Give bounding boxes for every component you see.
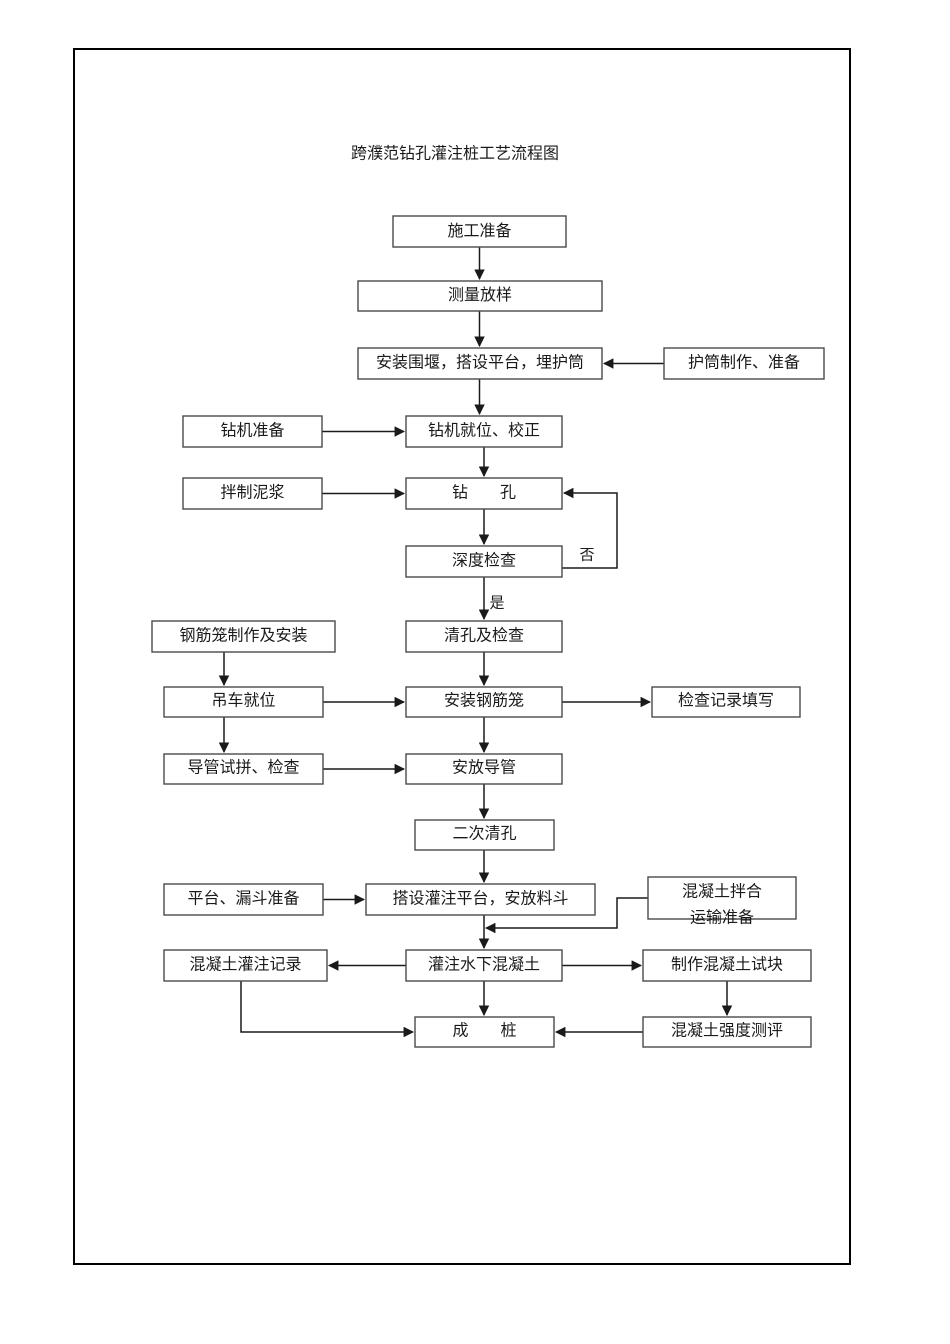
flowchart-edges: [218, 247, 733, 1038]
node-pingtai-loudou-zhunbei[interactable]: 平台、漏斗准备: [163, 883, 324, 916]
node-qingkong-jiancha[interactable]: 清孔及检查: [405, 620, 563, 653]
node-hutong-zhizuo[interactable]: 护筒制作、准备: [663, 347, 825, 380]
flowchart-nodes: 施工准备 测量放样 安装围堰，搭设平台，埋护筒 护筒制作、准备 钻机就位、校正 …: [151, 215, 825, 1048]
node-label: 导管试拼、检查: [187, 759, 299, 777]
node-label: 成 桩: [452, 1022, 516, 1040]
node-zuankong[interactable]: 钻 孔: [405, 477, 563, 510]
node-label: 制作混凝土试块: [671, 956, 783, 974]
node-label: 搭设灌注平台，安放料斗: [392, 890, 568, 908]
node-hunningtu-banhe-yunshu[interactable]: 混凝土拌合 运输准备: [647, 876, 797, 927]
node-daoguan-shipin[interactable]: 导管试拼、检查: [163, 753, 324, 785]
page-title: 跨濮范钻孔灌注桩工艺流程图: [351, 145, 559, 163]
node-label: 平台、漏斗准备: [187, 890, 299, 908]
node-celiang-fangyang[interactable]: 测量放样: [357, 280, 603, 312]
node-erci-qingkong[interactable]: 二次清孔: [414, 819, 555, 851]
node-banzhi-nijiang[interactable]: 拌制泥浆: [182, 477, 323, 510]
node-zuanji-zhunbei[interactable]: 钻机准备: [182, 415, 323, 448]
node-label: 钢筋笼制作及安装: [179, 627, 307, 645]
node-label: 护筒制作、准备: [688, 354, 800, 372]
node-jiancha-jilu-tianxie[interactable]: 检查记录填写: [651, 686, 801, 718]
node-hunningtu-qiangdu-ceping[interactable]: 混凝土强度测评: [642, 1016, 812, 1048]
node-label: 灌注水下混凝土: [428, 956, 540, 974]
node-hunningtu-guanzhu-jilu[interactable]: 混凝土灌注记录: [163, 949, 328, 982]
node-label-line1: 混凝土拌合: [682, 883, 762, 901]
node-label: 拌制泥浆: [220, 484, 284, 502]
node-label: 钻机准备: [220, 422, 284, 440]
node-label: 吊车就位: [211, 692, 275, 710]
node-label: 深度检查: [452, 552, 516, 570]
node-label: 测量放样: [448, 286, 512, 304]
edge-n20-n22: [484, 897, 648, 934]
node-anfang-daoguan[interactable]: 安放导管: [405, 753, 563, 785]
node-anzhuang-weiyan[interactable]: 安装围堰，搭设平台，埋护筒: [357, 347, 603, 380]
node-dashe-guanzhu-pingtai[interactable]: 搭设灌注平台，安放料斗: [365, 883, 596, 916]
document-border-frame: [73, 48, 851, 1265]
node-label: 安装围堰，搭设平台，埋护筒: [376, 354, 584, 372]
node-zuanji-jiuwei[interactable]: 钻机就位、校正: [405, 415, 563, 448]
node-diaoche-jiuwei[interactable]: 吊车就位: [163, 686, 324, 718]
node-label: 混凝土强度测评: [671, 1022, 783, 1040]
node-label: 钻机就位、校正: [428, 422, 540, 440]
node-label: 钻 孔: [452, 484, 516, 502]
node-label: 施工准备: [447, 222, 511, 240]
flowchart-edge-labels: 否 是: [489, 547, 594, 611]
edge-label-no: 否: [579, 547, 594, 563]
node-zhizuo-hunningtu-shikuai[interactable]: 制作混凝土试块: [642, 949, 812, 982]
node-label: 检查记录填写: [678, 692, 774, 710]
edge-n9-n7-no-loop: [562, 487, 618, 569]
edge-label-yes: 是: [489, 595, 504, 611]
edge-n21-n24: [240, 981, 415, 1038]
node-label: 清孔及检查: [444, 627, 524, 645]
node-label: 安放导管: [452, 759, 516, 777]
node-label: 安装钢筋笼: [444, 692, 524, 710]
node-label: 混凝土灌注记录: [189, 956, 301, 974]
node-label: 二次清孔: [452, 825, 516, 843]
node-label-line2: 运输准备: [690, 909, 754, 927]
node-shendu-jiancha[interactable]: 深度检查: [405, 545, 563, 578]
node-guanzhu-shuixia-hunningtu[interactable]: 灌注水下混凝土: [405, 949, 563, 982]
node-anzhuang-gangjinlong[interactable]: 安装钢筋笼: [405, 686, 563, 718]
node-chengzhuang[interactable]: 成 桩: [414, 1016, 555, 1048]
node-shigong-zhunbei[interactable]: 施工准备: [392, 215, 567, 248]
node-gangjinlong-zhizuo[interactable]: 钢筋笼制作及安装: [151, 620, 336, 653]
